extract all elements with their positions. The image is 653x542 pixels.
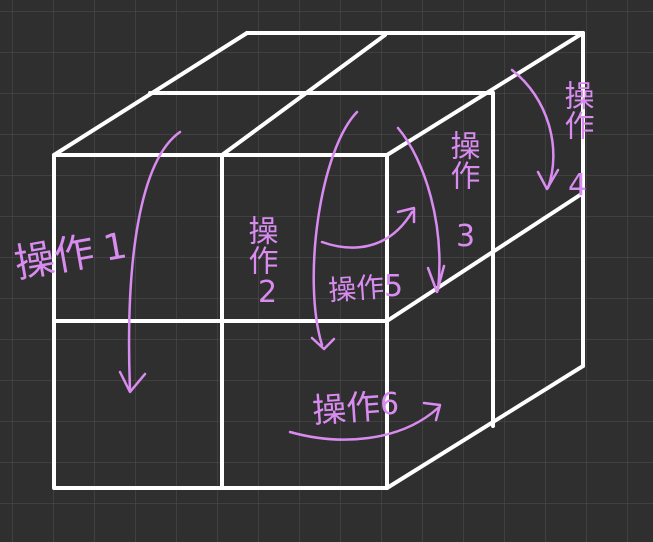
label-op2-word: 操作 xyxy=(243,215,278,275)
arrow-op3 xyxy=(396,126,441,292)
annotation-labels: 操作 1 操作 2 操作 3 操作 4 操作 5 操作 6 xyxy=(11,80,593,432)
label-op6-word: 操作 xyxy=(311,387,382,432)
arrowhead-op6 xyxy=(422,401,442,422)
arrow-op4 xyxy=(510,68,555,190)
arrowhead-op1 xyxy=(118,370,147,394)
right-face-horizontal-divider xyxy=(385,191,585,323)
arrowhead-op2 xyxy=(310,336,336,351)
arrowhead-op3 xyxy=(426,264,446,294)
cube-wireframe xyxy=(52,31,585,490)
label-op4-number: 4 xyxy=(568,168,587,203)
arrowhead-op5 xyxy=(396,206,416,224)
label-op3-number: 3 xyxy=(456,219,475,254)
label-op5-word: 操作 xyxy=(327,270,385,307)
label-op4-word: 操作 xyxy=(559,80,594,140)
label-op2-number: 2 xyxy=(258,275,277,310)
arrow-op1 xyxy=(127,130,182,392)
label-op4: 操作 4 xyxy=(559,80,594,203)
label-op5-number: 5 xyxy=(384,269,403,304)
label-op6: 操作 6 xyxy=(311,387,399,432)
arrow-op2 xyxy=(312,110,359,347)
arrow-op6 xyxy=(288,406,440,441)
right-face-bottom-edge xyxy=(385,364,585,490)
label-op2: 操作 2 xyxy=(243,215,278,310)
label-op3-word: 操作 xyxy=(445,130,480,190)
arrowhead-op4 xyxy=(536,168,560,191)
annotation-arrows xyxy=(118,68,560,441)
label-op3: 操作 3 xyxy=(445,130,480,254)
label-op5: 操作 5 xyxy=(327,269,403,307)
label-op6-number: 6 xyxy=(380,387,399,422)
arrow-op5 xyxy=(320,210,414,249)
